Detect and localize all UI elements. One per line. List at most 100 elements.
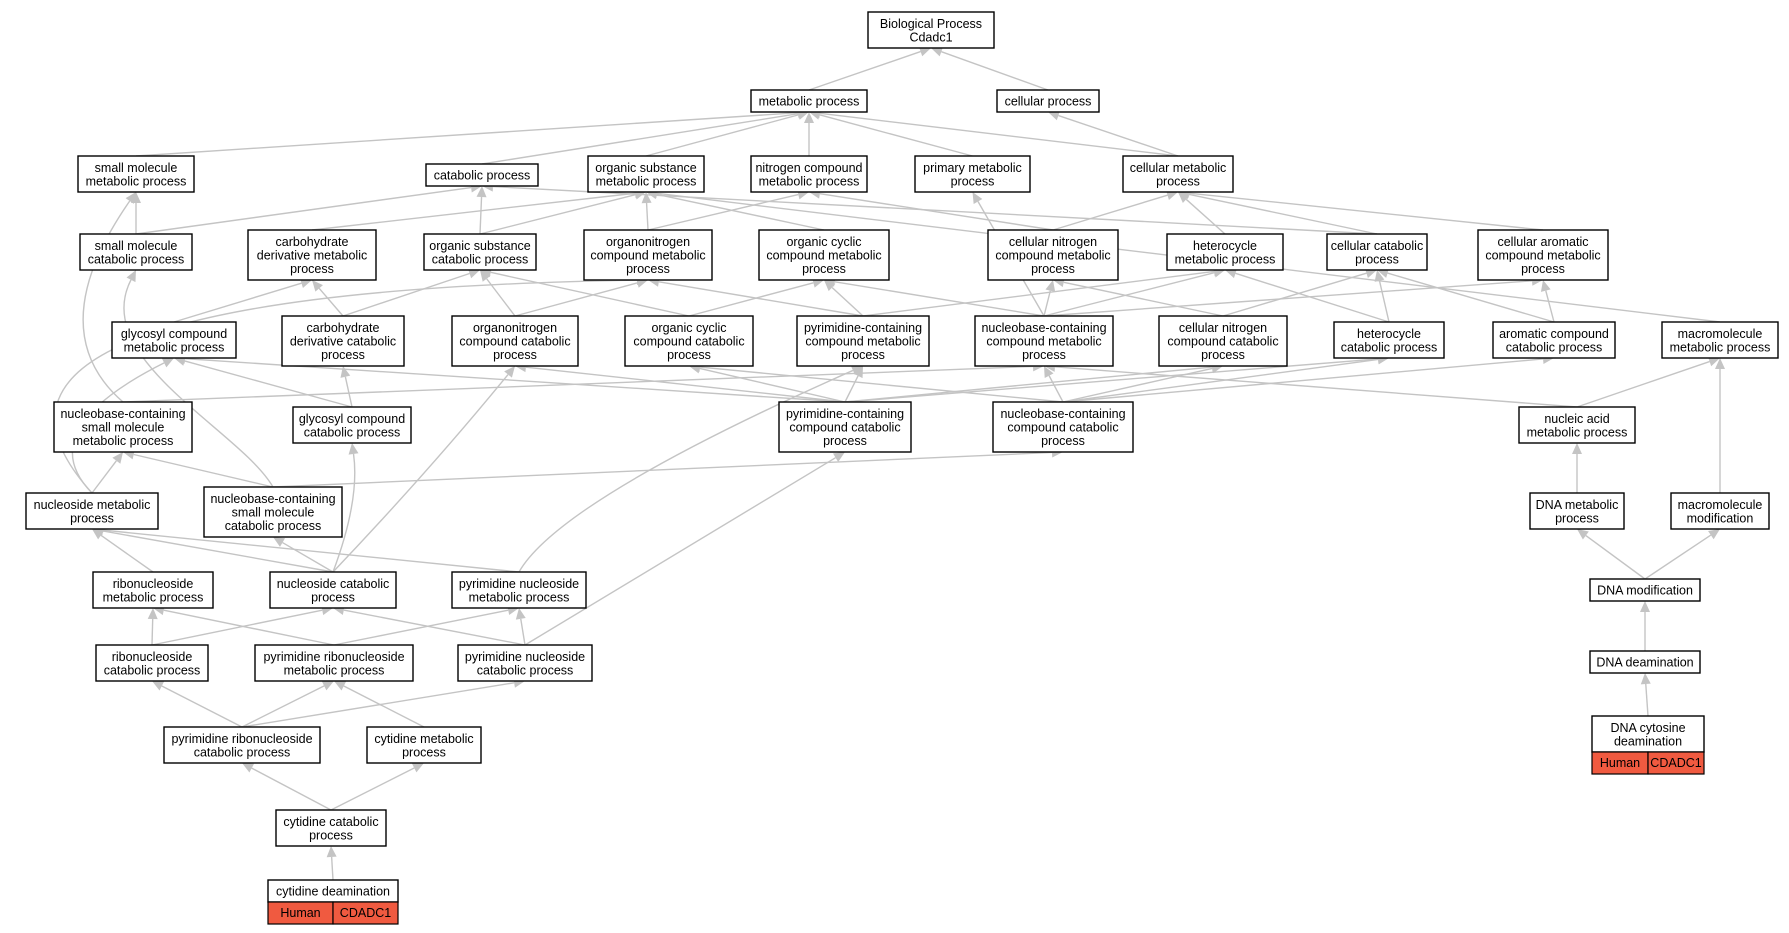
node-label-line: DNA metabolic — [1536, 498, 1619, 512]
edge-nucleobase_cat-to-aromatic_cat — [1062, 358, 1544, 403]
node-box — [1158, 315, 1288, 367]
edge-pyrimidine_cat-to-cell_nitrogen_cat — [844, 366, 1213, 403]
edge-org_subst_cat-to-catabolic — [479, 196, 483, 235]
edge-org_cyclic_cat-to-org_subst_cat — [490, 271, 690, 317]
node-label-line: cellular nitrogen — [1009, 235, 1097, 249]
node-label-line: nucleobase-containing — [60, 407, 185, 421]
node-label-line: Biological Process — [880, 17, 982, 31]
edge-cytidine_deam-to-cytidine_cat — [330, 856, 334, 881]
node-label-line: metabolic process — [1527, 425, 1628, 439]
edge-aromatic_cat-to-cell_aromatic_met — [1545, 290, 1555, 323]
node-label-line: cellular catabolic — [1331, 239, 1423, 253]
node-label-line: metabolic process — [86, 174, 187, 188]
node-label-line: compound catabolic — [633, 335, 744, 349]
node-dna-deamination[interactable]: DNA deamination — [1589, 650, 1701, 674]
edge-nucleoside_met-to-organonitrogen_met — [54, 279, 638, 494]
node-label-line: cytidine catabolic — [283, 815, 378, 829]
arrowhead — [824, 280, 836, 292]
arrowhead — [1374, 270, 1385, 282]
edge-dna_modification-to-dna_met — [1585, 534, 1646, 580]
species-label: Human — [280, 906, 320, 920]
node-box — [587, 155, 705, 193]
edge-pyrimidine_cat-to-org_cyclic_cat — [699, 367, 846, 403]
node-metabolic[interactable]: metabolic process — [750, 89, 868, 113]
edge-pyr_nucleoside_met-to-nucleoside_met — [102, 529, 520, 573]
node-label-line: heterocycle — [1357, 327, 1421, 341]
node-label-line: process — [290, 262, 334, 276]
edge-cell_nitrogen_cat-to-cell_nitrogen_met — [1063, 281, 1224, 317]
node-label-line: cellular aromatic — [1497, 235, 1588, 249]
gene-label: CDADC1 — [340, 906, 391, 920]
node-label-line: catabolic process — [432, 252, 529, 266]
arrowhead — [504, 366, 515, 378]
node-box — [423, 233, 537, 271]
node-label-line: catabolic process — [1341, 340, 1438, 354]
node-dna-modification[interactable]: DNA modification — [1589, 578, 1701, 602]
edge-nucleoside_cat-to-glycosyl_cat — [332, 453, 356, 573]
node-label-line: cellular metabolic — [1130, 161, 1227, 175]
node-label-line: compound catabolic — [789, 421, 900, 435]
edge-cellular_cat-to-catabolic — [492, 185, 1378, 235]
node-cellular[interactable]: cellular process — [996, 89, 1100, 113]
node-label-line: pyrimidine nucleoside — [459, 577, 579, 591]
gene-cell — [1647, 751, 1705, 775]
node-label-line: process — [1156, 174, 1200, 188]
node-box — [992, 401, 1134, 453]
node-catabolic[interactable]: catabolic process — [425, 163, 539, 187]
node-label-line: primary metabolic — [923, 161, 1022, 175]
arrowhead — [1640, 673, 1651, 685]
edge-catabolic-to-metabolic — [481, 113, 799, 165]
edge-ribonucleoside_cat-to-nucleoside_cat — [151, 609, 323, 646]
node-label-line: DNA modification — [1597, 584, 1693, 598]
node-label-line: metabolic process — [1175, 252, 1276, 266]
node-label-line: compound catabolic — [1167, 335, 1278, 349]
arrowhead — [480, 270, 491, 282]
